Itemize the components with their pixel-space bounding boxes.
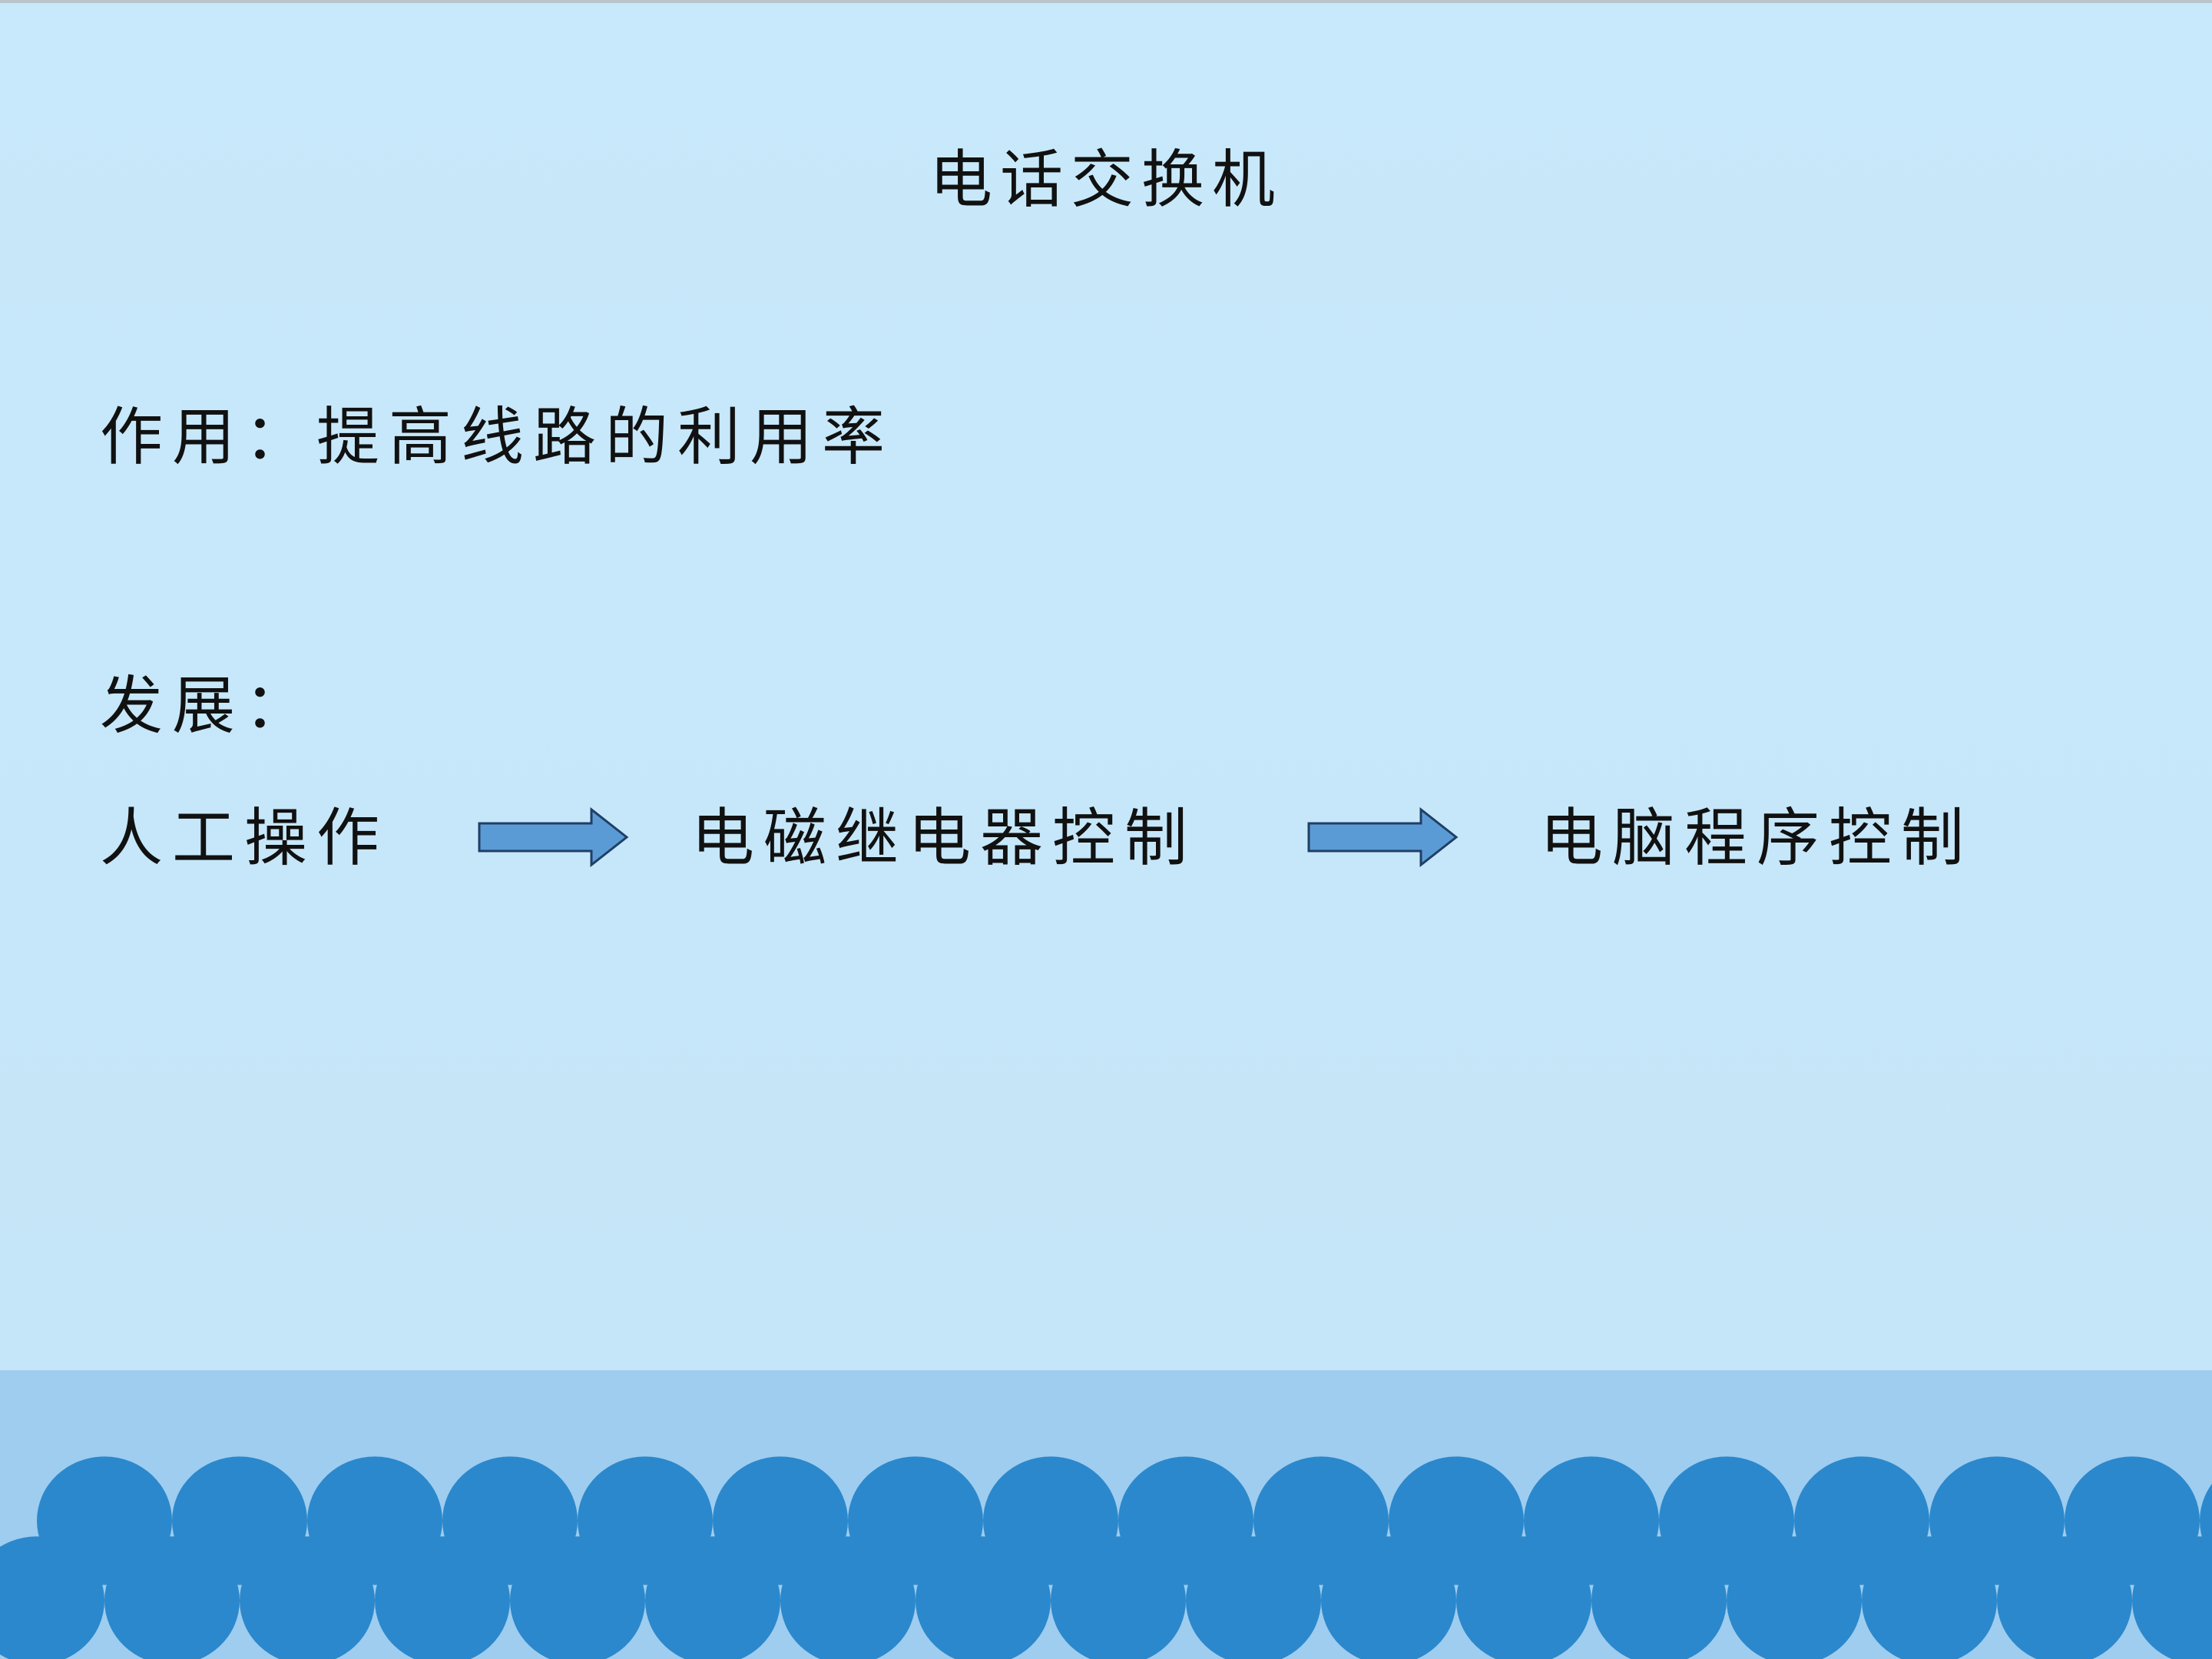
wave-scallop xyxy=(1456,1536,1591,1659)
wave-scallop xyxy=(780,1536,916,1659)
wave-scallop xyxy=(645,1536,780,1659)
wave-scallop xyxy=(2132,1536,2212,1659)
wave-scallop xyxy=(1862,1536,1997,1659)
wave-scallop xyxy=(240,1536,375,1659)
slide-title: 电话交换机 xyxy=(929,144,1283,217)
wave-scallop xyxy=(916,1536,1051,1659)
wave-scallop xyxy=(1727,1536,1862,1659)
wave-scallop xyxy=(375,1536,510,1659)
right-arrow-icon xyxy=(478,806,629,868)
wave-scallop xyxy=(1591,1536,1727,1659)
wave-pattern xyxy=(0,1456,2212,1659)
wave-scallop xyxy=(0,1536,104,1659)
wave-scallop xyxy=(510,1536,645,1659)
development-label: 发展： xyxy=(100,670,317,743)
step-electromagnetic-relay: 电磁继电器控制 xyxy=(691,802,1197,875)
slide-top-border xyxy=(0,0,2212,3)
wave-scallop xyxy=(1051,1536,1186,1659)
wave-scallop xyxy=(1321,1536,1456,1659)
right-arrow-icon xyxy=(1307,806,1459,868)
step-computer-program: 电脑程序控制 xyxy=(1540,802,1974,875)
step-manual-operation: 人工操作 xyxy=(100,802,389,875)
wave-scallop xyxy=(1997,1536,2132,1659)
wave-scallop xyxy=(104,1536,240,1659)
purpose-text: 作用：提高线路的利用率 xyxy=(100,401,895,474)
wave-scallop xyxy=(1186,1536,1321,1659)
